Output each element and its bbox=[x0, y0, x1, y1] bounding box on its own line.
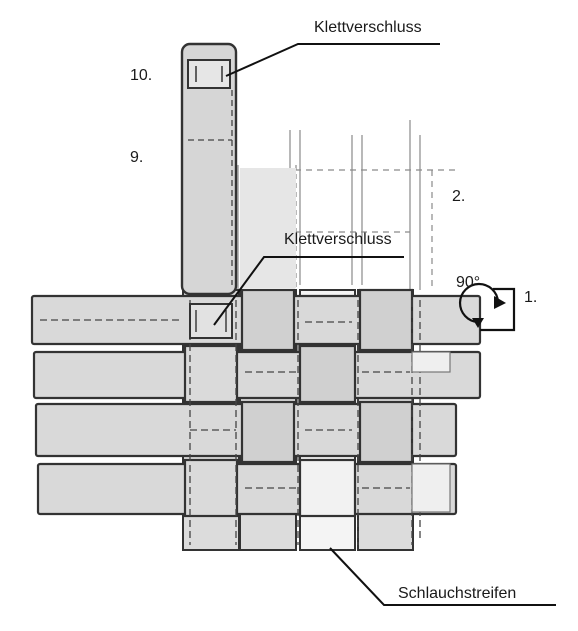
leader-lines bbox=[213, 43, 556, 606]
tall-vertical-strip bbox=[180, 42, 238, 296]
step-10-label: 10. bbox=[130, 67, 152, 84]
step-9-label: 9. bbox=[130, 149, 143, 166]
strip-ends-right bbox=[411, 351, 451, 513]
upper-weave-area bbox=[240, 168, 296, 288]
label-velcro-top: Klettverschluss bbox=[314, 19, 422, 36]
label-velcro-middle: Klettverschluss bbox=[284, 231, 392, 248]
leader-line-velcro-middle bbox=[213, 256, 404, 326]
horizontal-strip-2 bbox=[32, 350, 482, 400]
weave-crossings bbox=[183, 288, 414, 518]
leader-line-hose-strip bbox=[329, 547, 556, 606]
tall-strip bbox=[180, 42, 238, 296]
rotation-arrow-icon bbox=[458, 282, 516, 332]
horizontal-strip-4 bbox=[36, 462, 458, 516]
step-1-label: 1. bbox=[524, 289, 537, 306]
step-2-label: 2. bbox=[452, 188, 465, 205]
leader-line-velcro-top bbox=[225, 43, 440, 77]
rotation-angle-label: 90° bbox=[456, 274, 480, 291]
label-hose-strip: Schlauchstreifen bbox=[398, 585, 516, 602]
velcro-patch-top bbox=[187, 59, 231, 89]
